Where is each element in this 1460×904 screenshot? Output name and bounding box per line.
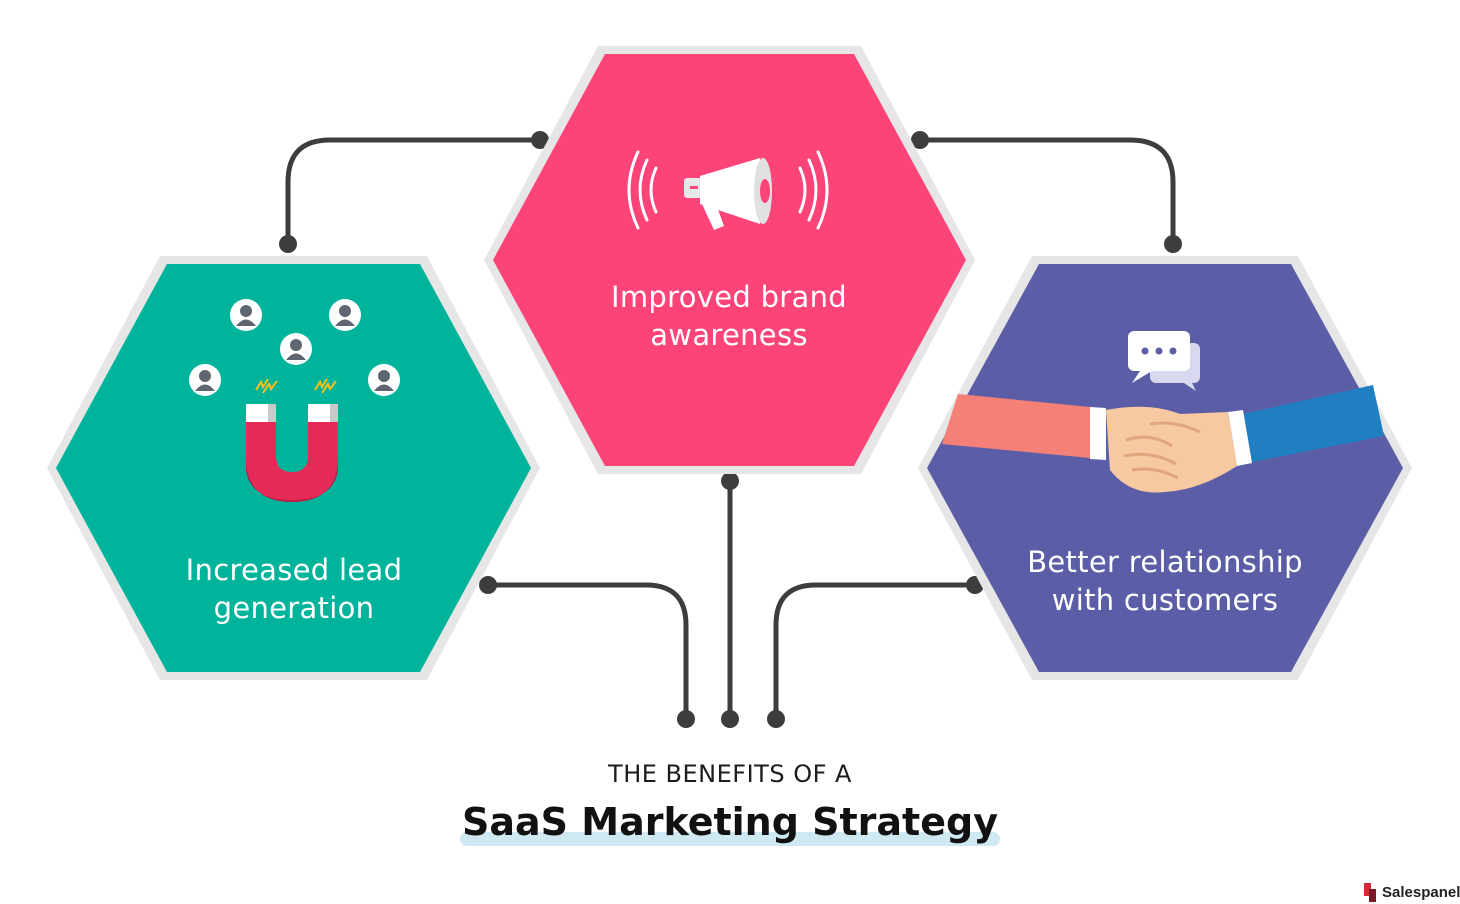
label-line-1: Increased lead — [185, 553, 403, 587]
label-line-1: Better relationship — [1027, 545, 1303, 579]
connector-dots — [279, 131, 1182, 728]
user-icon — [368, 364, 400, 396]
title-block: SaaS Marketing Strategy — [430, 798, 1030, 858]
label-line-2: generation — [213, 591, 375, 625]
label-customer-relationship: Better relationship with customers — [965, 543, 1365, 619]
connector-pink-to-purple — [917, 137, 1176, 247]
subtitle: THE BENEFITS OF A — [608, 760, 852, 788]
handshake-icon — [942, 385, 1384, 493]
label-line-1: Improved brand — [611, 280, 847, 314]
brand-mark: Salespanel — [1364, 882, 1460, 902]
label-lead-generation: Increased lead generation — [94, 551, 494, 627]
megaphone-icon — [627, 150, 829, 230]
hexagon-lead-generation — [47, 256, 540, 680]
user-icon — [189, 364, 221, 396]
connector-pink-to-green — [285, 137, 543, 247]
label-brand-awareness: Improved brand awareness — [529, 278, 929, 354]
title-underline-highlight — [460, 832, 1000, 846]
label-line-2: with customers — [1051, 583, 1279, 617]
connector-purple-to-bottom — [773, 582, 978, 721]
brand-name: Salespanel — [1382, 883, 1460, 901]
user-icon — [329, 299, 361, 331]
hexagon-pink-fill — [493, 54, 966, 466]
page-title: SaaS Marketing Strategy — [462, 800, 998, 844]
user-avatar-icons — [189, 299, 400, 396]
connectors — [285, 137, 1176, 721]
hexagon-green-fill — [56, 264, 531, 672]
user-icon — [230, 299, 262, 331]
connector-green-to-bottom — [485, 582, 689, 721]
user-icon — [280, 333, 312, 365]
magnet-icon — [246, 378, 338, 502]
label-line-2: awareness — [650, 318, 808, 352]
salespanel-logo-icon — [1364, 883, 1376, 902]
chat-bubbles-icon — [1128, 331, 1200, 391]
hexagon-brand-awareness — [484, 46, 975, 474]
